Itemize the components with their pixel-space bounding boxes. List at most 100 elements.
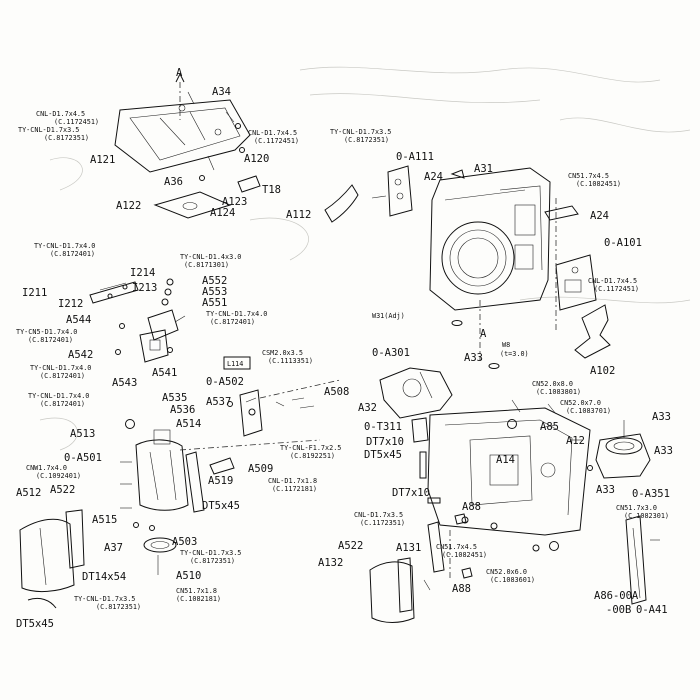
callout-label-a24b: A24 xyxy=(590,210,609,222)
callout-label-a88a: A88 xyxy=(462,501,481,513)
callout-label-cn1: CN51.7x4.5 xyxy=(568,172,609,180)
callout-label-a543: A543 xyxy=(112,377,137,389)
callout-label-dt5a: DT5x45 xyxy=(364,449,402,461)
callout-label-a24a: A24 xyxy=(424,171,443,183)
callout-label-a33a: A33 xyxy=(464,352,483,364)
callout-label-cnl3: CNL-D1.7x4.5 xyxy=(588,277,637,285)
screws-top-left xyxy=(187,91,245,181)
callout-label-a537: A537 xyxy=(206,396,231,408)
callout-label-a112: A112 xyxy=(286,209,311,221)
callout-label-a551: A551 xyxy=(202,297,227,309)
callout-label-cn52ac: (C.1083801) xyxy=(536,388,581,396)
callout-label-a86b: -00B xyxy=(606,604,631,616)
callout-label-cn52a: CN52.0x8.0 xyxy=(532,380,573,388)
callout-label-cnl2: CNL-D1.7x4.5 xyxy=(248,129,297,137)
callout-label-t18: T18 xyxy=(262,184,281,196)
callout-label-oa111: 0-A111 xyxy=(396,151,434,163)
callout-label-a34: A34 xyxy=(212,86,231,98)
callout-label-oa501: 0-A501 xyxy=(64,452,102,464)
callout-label-tyf: TY-CNL-F1.7x2.5 xyxy=(280,444,341,452)
marker-b xyxy=(125,419,135,429)
callout-label-a544: A544 xyxy=(66,314,91,326)
callout-label-tyfc: (C.8192251) xyxy=(290,452,335,460)
callout-label-tycnl1c: (C.8172351) xyxy=(44,134,89,142)
callout-label-a536: A536 xyxy=(170,404,195,416)
callout-label-a542: A542 xyxy=(68,349,93,361)
callout-label-l114: L114 xyxy=(227,360,243,368)
callout-label-a102: A102 xyxy=(590,365,615,377)
part-a121-cover xyxy=(114,99,251,173)
callout-label-tycnl9c: (C.8172351) xyxy=(190,557,235,565)
callout-label-a32: A32 xyxy=(358,402,377,414)
callout-label-cnl2c: (C.1172451) xyxy=(254,137,299,145)
washers-w31-w8 xyxy=(451,320,500,369)
l114-box xyxy=(223,356,251,370)
callout-label-cn52bc: (C.1083701) xyxy=(566,407,611,415)
callout-label-a553: A553 xyxy=(202,286,227,298)
callout-label-a508: A508 xyxy=(324,386,349,398)
marker-r1 xyxy=(507,419,517,429)
callout-label-oa101: 0-A101 xyxy=(604,237,642,249)
callout-label-cnl4c: (C.1172181) xyxy=(272,485,317,493)
callout-label-a513: A513 xyxy=(70,428,95,440)
callout-label-tycnl2c: (C.8172351) xyxy=(344,136,389,144)
callout-label-a85: A85 xyxy=(540,421,559,433)
part-oa502-bracket xyxy=(239,389,263,437)
part-rear-body xyxy=(427,407,591,536)
part-main-chassis xyxy=(429,167,551,311)
callout-label-a: A xyxy=(176,67,183,79)
callout-label-dt5b: DT5x45 xyxy=(202,500,240,512)
part-dt5-curl xyxy=(27,597,57,609)
part-a509 xyxy=(209,457,235,475)
part-a503-ring xyxy=(143,537,177,553)
callout-label-a14: A14 xyxy=(496,454,515,466)
callout-label-cnl3c: (C.1172451) xyxy=(594,285,639,293)
callout-label-a33b: A33 xyxy=(652,411,671,423)
part-cluster-i21x xyxy=(89,281,139,304)
callout-label-w8: W8 xyxy=(502,341,510,349)
part-a131-strip xyxy=(427,521,445,573)
callout-label-a535: A535 xyxy=(162,392,187,404)
callout-label-a123: A123 xyxy=(222,196,247,208)
callout-label-tycnl5: TY-CNL-D1.7x4.0 xyxy=(206,310,267,318)
callout-label-tycnl8c: (C.8172401) xyxy=(40,400,85,408)
callout-label-cn5c: (C.1082181) xyxy=(176,595,221,603)
callout-label-dt5c: DT5x45 xyxy=(16,618,54,630)
callout-label-ot311: 0-T311 xyxy=(364,421,402,433)
callout-label-oa41: 0-A41 xyxy=(636,604,668,616)
callout-label-a86: A86-00A xyxy=(594,590,639,602)
screws-rear xyxy=(461,399,593,552)
callout-label-cnwc: (C.1092401) xyxy=(36,472,81,480)
callout-label-oa351: 0-A351 xyxy=(632,488,670,500)
callout-label-cn4: CN51.7x4.5 xyxy=(436,543,477,551)
callout-label-a509: A509 xyxy=(248,463,273,475)
background-bleed xyxy=(39,66,691,451)
part-oa501-grip xyxy=(135,429,189,511)
callout-label-aa: A xyxy=(480,328,487,340)
arrow-a-top xyxy=(175,72,185,83)
callout-label-tycnl5c: (C.8172401) xyxy=(210,318,255,326)
callout-label-a510: A510 xyxy=(176,570,201,582)
part-a88-screws xyxy=(423,513,473,591)
callout-label-cnl4: CNL-D1.7x1.8 xyxy=(268,477,317,485)
screws-mid xyxy=(227,397,315,409)
callout-label-w31: W31(Adj) xyxy=(372,312,405,320)
callout-label-cn3c: (C.1082301) xyxy=(624,512,669,520)
part-oa101-cover xyxy=(555,254,597,311)
callout-label-i211: I211 xyxy=(22,287,47,299)
callout-label-a514: A514 xyxy=(176,418,201,430)
callout-label-a131: A131 xyxy=(396,542,421,554)
callout-label-a12: A12 xyxy=(566,435,585,447)
callout-label-a36: A36 xyxy=(164,176,183,188)
callout-label-cnl5c: (C.1172351) xyxy=(360,519,405,527)
callout-label-tycnl1: TY-CNL-D1.7x3.5 xyxy=(18,126,79,134)
part-ot311-flex xyxy=(411,417,429,443)
callout-label-tycnl4: TY-CNL-D1.4x3.0 xyxy=(180,253,241,261)
part-oa111-board xyxy=(371,165,413,217)
callout-label-i212: I212 xyxy=(58,298,83,310)
callout-label-oa301: 0-A301 xyxy=(372,347,410,359)
part-a519-strip xyxy=(185,451,205,513)
part-a132-cover xyxy=(369,557,415,623)
